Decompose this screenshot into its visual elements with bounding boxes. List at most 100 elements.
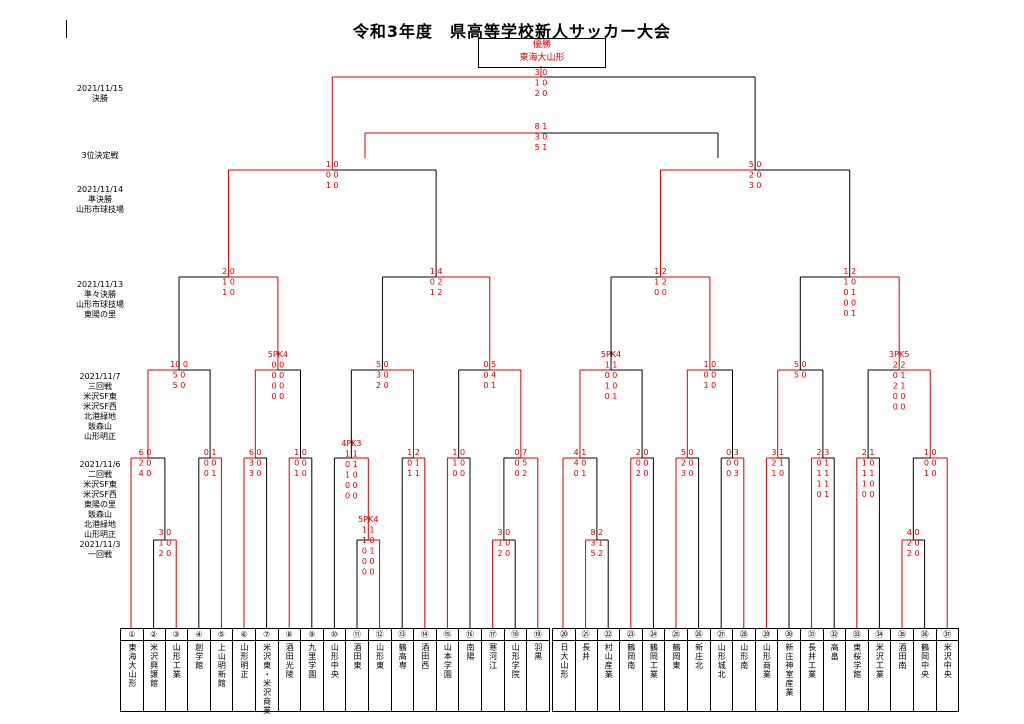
score-text: 2 0 [636, 469, 649, 478]
score-text: 0 0 [204, 459, 217, 468]
team-number: ㉜ [823, 629, 846, 641]
score-text: 0 2 [430, 278, 443, 287]
score-text: 5 0 [173, 381, 186, 390]
team-number: ⑥ [233, 629, 255, 641]
round-label-line: 2021/11/6 [79, 460, 121, 469]
team-name: 米沢工業 [875, 643, 885, 679]
score-text: 3 0 [681, 469, 694, 478]
team-number: ㉖ [687, 629, 710, 641]
round-label-line: 決勝 [92, 94, 108, 103]
champion-label: 優勝 [532, 40, 551, 50]
team-name: 九里学園 [307, 643, 317, 679]
round-label-line: 山形市球技場 [76, 205, 124, 214]
round-label-line: 準々決勝 [84, 290, 116, 299]
score-text: 0 4 [483, 371, 496, 380]
score-text: 2 0 [749, 171, 762, 180]
score-text: 2 0 [376, 381, 389, 390]
score-text: 2 0 [907, 549, 920, 558]
score-text: 8 1 [535, 122, 548, 131]
score-text: 1 0 [771, 469, 784, 478]
team-name: 東桜学館 [852, 643, 862, 679]
score-text: 0 0 [924, 459, 937, 468]
margin-tick [66, 20, 67, 38]
score-text: 3 1 [591, 539, 604, 548]
team-name: 酒田東 [353, 643, 362, 670]
team-number: ⑱ [504, 629, 527, 641]
score-text: 1 0 [326, 181, 339, 190]
score-text: 2 0 [498, 549, 511, 558]
score-text: 0 1 [204, 469, 217, 478]
round-label-line: 2021/11/3 [79, 540, 121, 549]
score-text: 3 0 [249, 459, 262, 468]
team-number: ⑩ [323, 629, 346, 641]
team-name: 南陽 [466, 643, 475, 661]
champion-team: 東海大山形 [519, 53, 565, 63]
round-label-line: 米沢SF東 [83, 392, 117, 401]
team-name: 鶴岡中央 [920, 643, 930, 679]
score-text: 2 0 [535, 89, 548, 98]
score-text: 0 5 [514, 459, 527, 468]
score-text: 0 3 [726, 469, 739, 478]
score-text: 1 0 [498, 539, 511, 548]
team-name: 長井工業 [807, 643, 817, 679]
team-number: ㊱ [913, 629, 936, 641]
team-number: ㊲ [936, 629, 959, 641]
team-number: ⑳ [553, 629, 575, 641]
score-text: 5 0 [794, 371, 807, 380]
score-text: 5 2 [591, 549, 604, 558]
score-text: 1 0 [362, 536, 375, 545]
score-text: 0 0 [726, 459, 739, 468]
team-number: ① [121, 629, 143, 641]
score-text: 0 1 [605, 392, 618, 401]
score-text: 2 0 [907, 539, 920, 548]
score-text: 0 1 [407, 459, 420, 468]
round-label-line: 北港緑地 [84, 520, 116, 529]
team-number: ⑬ [391, 629, 414, 641]
round-label-line: 山形明正 [84, 432, 116, 441]
score-text: 1 1 [817, 480, 830, 489]
team-number: ㉓ [619, 629, 642, 641]
team-number: ㉘ [732, 629, 755, 641]
team-number: ㉚ [778, 629, 800, 641]
team-name: 鶴岡南 [626, 643, 636, 670]
score-text: 0 0 [704, 371, 717, 380]
score-text: 0 0 [272, 392, 285, 401]
team-cell: ⑪ 酒田東 [346, 628, 369, 712]
score-text: 3 0 [535, 133, 548, 142]
team-name: 東海大山形 [128, 643, 137, 688]
score-text: 0 0 [294, 459, 307, 468]
score-text: 1 0 [345, 471, 358, 480]
round-label-third: 3位決定戦 [60, 151, 140, 161]
score-text: 5 0 [173, 371, 186, 380]
score-text: 1 0 [704, 381, 717, 390]
champion-box: 優勝 東海大山形 [478, 38, 606, 68]
team-number: ⑪ [346, 629, 368, 641]
score-text: 0 0 [654, 288, 667, 297]
team-number: ㉑ [574, 629, 597, 641]
round-label-line: 2021/11/15 [76, 84, 124, 93]
score-text: 3 0 [376, 371, 389, 380]
